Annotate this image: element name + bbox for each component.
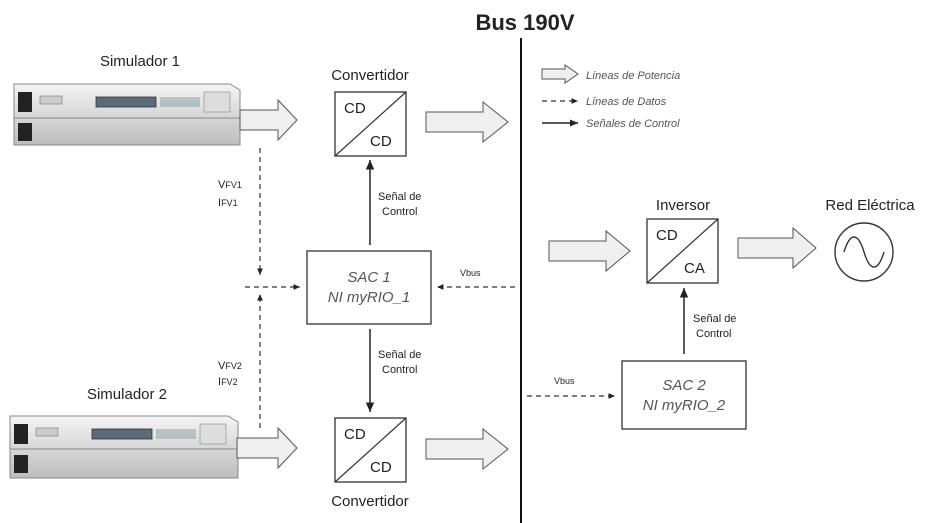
simulator-1: Simulador 1 — [13, 53, 241, 146]
legend: Líneas de Potencia Líneas de Datos Señal… — [541, 64, 680, 130]
control-label-middle-line2: Control — [382, 364, 417, 376]
control-label-middle: Señal de Control — [378, 349, 421, 376]
i-fv1-label: IFV1 — [218, 197, 238, 209]
control-label-top-line2: Control — [382, 206, 417, 218]
control-label-inverter-line2: Control — [696, 328, 731, 340]
power-arrow-sim2-to-conv — [236, 426, 298, 470]
converter-bottom-label: Convertidor — [331, 493, 409, 510]
inverter-diagonal — [646, 218, 719, 284]
power-arrow-conv1-to-bus — [425, 100, 509, 144]
i-fv2-label: IFV2 — [218, 376, 238, 388]
inverter-input: CD — [656, 227, 678, 244]
converter-top-output: CD — [370, 133, 392, 150]
legend-data-label: Líneas de Datos — [586, 96, 667, 108]
control-label-top-line1: Señal de — [378, 191, 421, 203]
simulator-1-label: Simulador 1 — [100, 53, 180, 70]
sac-1-box — [306, 250, 432, 325]
control-label-middle-line1: Señal de — [378, 349, 421, 361]
sac-2: SAC 2 NI myRIO_2 — [621, 360, 747, 430]
converter-top-diagonal — [334, 91, 407, 157]
power-arrow-bus-to-inverter — [548, 229, 631, 273]
sine-wave-icon — [843, 236, 885, 268]
vbus-label-sac1: Vbus — [460, 268, 481, 278]
converter-top-input: CD — [344, 100, 366, 117]
inverter-output: CA — [684, 260, 705, 277]
control-label-inverter: Señal de Control — [693, 313, 736, 340]
power-supply-2-image — [9, 415, 239, 479]
legend-power-label: Líneas de Potencia — [586, 70, 680, 82]
sac-1-device: NI myRIO_1 — [328, 289, 411, 306]
converter-bottom-output: CD — [370, 459, 392, 476]
grid-label: Red Eléctrica — [825, 197, 915, 214]
sac-2-title: SAC 2 — [662, 377, 706, 394]
sac-2-box — [621, 360, 747, 430]
control-label-inverter-line1: Señal de — [693, 313, 736, 325]
power-arrow-conv2-to-bus — [425, 427, 509, 471]
measure-sim1: VFV1 IFV1 — [218, 179, 242, 209]
inverter: Inversor CD CA — [646, 197, 719, 284]
v-fv2-label: VFV2 — [218, 360, 242, 372]
control-label-top: Señal de Control — [378, 191, 421, 218]
sac-2-device: NI myRIO_2 — [643, 397, 726, 414]
converter-top-label: Convertidor — [331, 67, 409, 84]
electric-grid: Red Eléctrica — [825, 197, 915, 282]
simulator-2-label: Simulador 2 — [87, 386, 167, 403]
vbus-label-sac2: Vbus — [554, 376, 575, 386]
converter-bottom: CD CD Convertidor — [331, 417, 409, 510]
legend-control-label: Señales de Control — [586, 118, 680, 130]
measure-sim2: VFV2 IFV2 — [218, 360, 242, 388]
converter-bottom-diagonal — [334, 417, 407, 483]
simulator-2: Simulador 2 — [9, 386, 239, 479]
power-arrow-sim1-to-conv — [239, 98, 298, 142]
legend-power-arrow — [541, 64, 579, 84]
sac-1-title: SAC 1 — [347, 269, 390, 286]
inverter-label: Inversor — [656, 197, 710, 214]
converter-bottom-input: CD — [344, 426, 366, 443]
sac-1: SAC 1 NI myRIO_1 — [306, 250, 432, 325]
power-supply-1-image — [13, 83, 241, 146]
converter-top: Convertidor CD CD — [331, 67, 409, 157]
v-fv1-label: VFV1 — [218, 179, 242, 191]
power-arrow-inverter-to-grid — [737, 226, 817, 270]
bus-title: Bus 190V — [475, 10, 574, 35]
